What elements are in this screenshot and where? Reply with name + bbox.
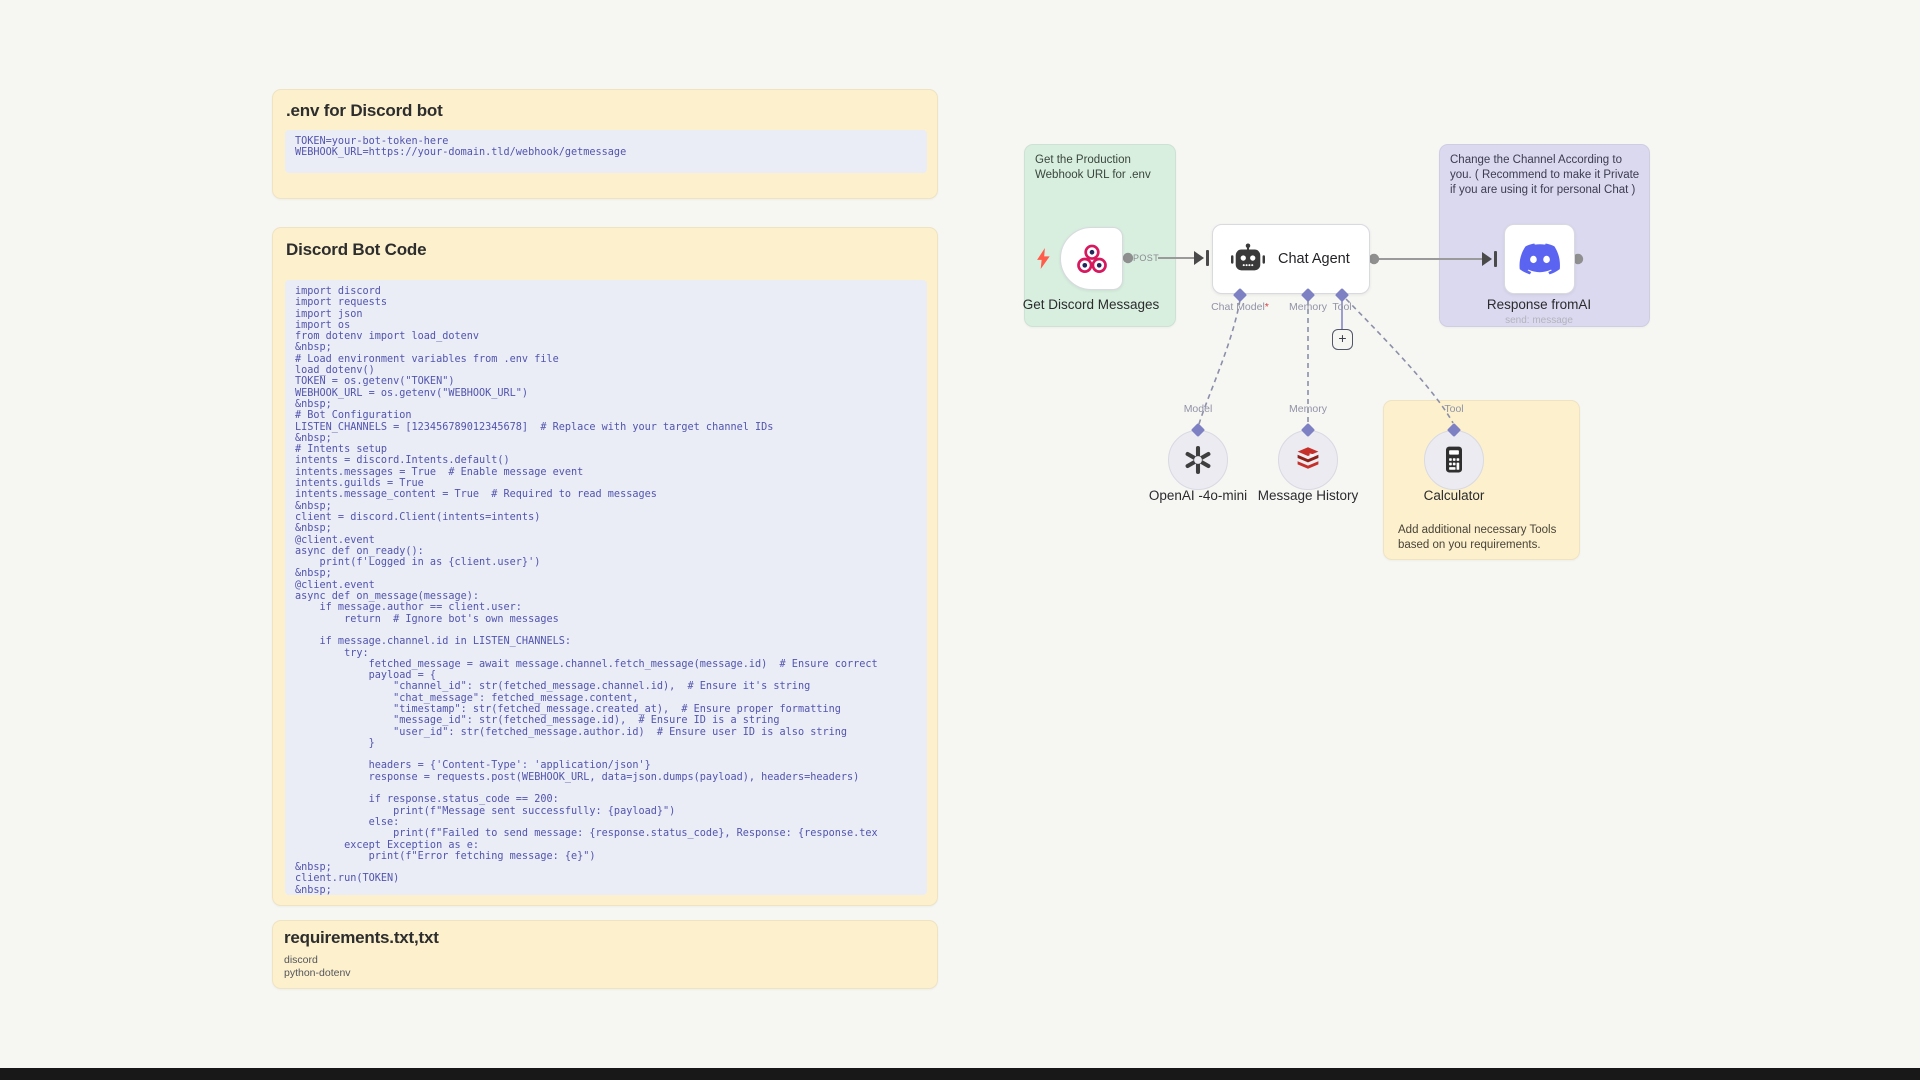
node-webhook-label: Get Discord Messages [1022,297,1160,312]
output-dot-chat-agent [1368,253,1380,265]
node-openai-label: OpenAI -4o-mini [1148,488,1248,503]
port-label-model-top: Model [1183,403,1213,415]
node-webhook[interactable] [1060,227,1123,290]
port-label-tool: Tool [1332,301,1352,313]
sticky-note-tools[interactable]: Add additional necessary Tools based on … [1383,400,1580,560]
sticky-note-requirements[interactable]: requirements.txt,txt discord python-dote… [272,920,938,989]
port-label-memory-top: Memory [1289,403,1327,415]
sticky-note-env-title: .env for Discord bot [286,101,443,120]
memory-stack-icon [1297,447,1319,469]
input-arrow-chat-agent [1194,250,1209,266]
node-openai[interactable] [1168,430,1228,490]
webhook-icon [1076,244,1107,273]
connection-chatmodel-openai [1198,299,1241,425]
input-arrow-discord [1482,251,1497,267]
node-chat-agent[interactable]: Chat Agent [1212,224,1370,294]
required-asterisk: * [1264,301,1269,313]
sticky-note-webhook-text: Get the Production Webhook URL for .env [1035,154,1151,182]
add-tool-button[interactable]: + [1332,329,1353,350]
node-message-history-label: Message History [1257,488,1359,503]
sticky-note-env[interactable]: .env for Discord bot TOKEN=your-bot-toke… [272,89,938,199]
sticky-note-bot-code-title: Discord Bot Code [286,240,427,259]
calculator-icon [1446,446,1462,473]
node-discord-label: Response fromAI [1486,297,1592,312]
bot-code-block: import discord import requests import js… [285,280,927,895]
node-calculator[interactable] [1424,430,1484,490]
discord-icon [1519,243,1560,275]
sticky-note-tools-text: Add additional necessary Tools based on … [1398,524,1557,552]
bottom-edge-bar [0,1068,1920,1080]
sticky-note-requirements-title: requirements.txt,txt [284,928,439,947]
node-message-history[interactable] [1278,430,1338,490]
robot-icon [1231,243,1265,271]
requirements-lines: discord python-dotenv [284,954,351,979]
sticky-note-webhook[interactable]: Get the Production Webhook URL for .env [1024,144,1176,327]
sticky-note-response-text: Change the Channel According to you. ( R… [1450,154,1640,197]
webhook-method-label: POST [1133,253,1160,263]
lightning-icon [1037,248,1050,269]
port-label-tool-top: Tool [1444,403,1464,415]
node-discord-sublabel: send: message [1505,315,1573,326]
node-discord[interactable] [1504,224,1575,294]
bot-code: import discord import requests import js… [295,286,878,895]
node-calculator-label: Calculator [1423,488,1485,503]
connection-tool-calculator [1345,298,1454,424]
openai-icon [1185,445,1211,475]
port-label-chat-model: Chat Model* [1211,301,1269,313]
node-chat-agent-label: Chat Agent [1278,251,1350,267]
env-code: TOKEN=your-bot-token-here WEBHOOK_URL=ht… [295,136,627,159]
output-dot-discord [1572,253,1584,265]
sticky-note-bot-code[interactable]: Discord Bot Code import discord import r… [272,227,938,906]
env-code-block: TOKEN=your-bot-token-here WEBHOOK_URL=ht… [285,130,927,173]
port-label-memory: Memory [1289,301,1327,313]
output-dot-webhook [1122,252,1134,264]
